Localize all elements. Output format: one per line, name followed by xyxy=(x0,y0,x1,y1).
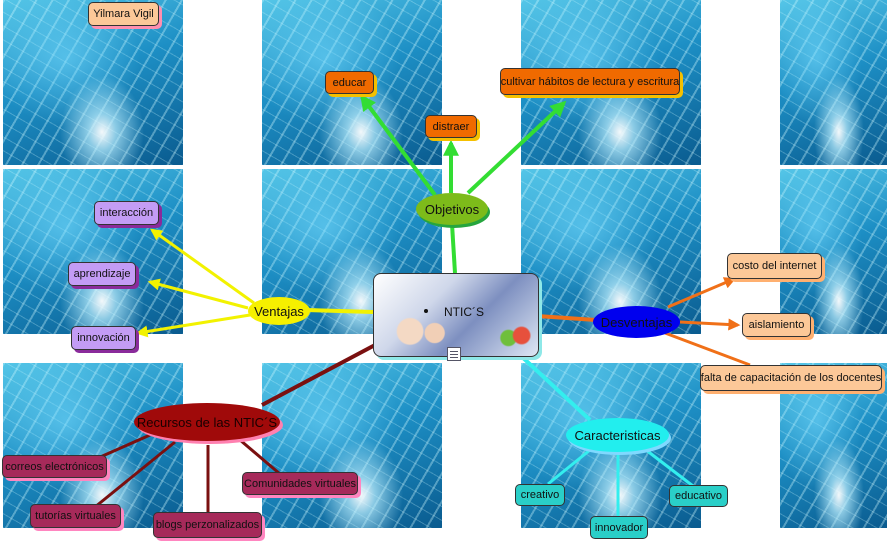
link-center-caracteristicas xyxy=(518,353,592,422)
link-center-recursos xyxy=(261,343,376,407)
node-desventajas[interactable]: Desventajas xyxy=(593,306,680,338)
objetivo-distraer[interactable]: distraer xyxy=(425,115,477,138)
ventaja-innovacion[interactable]: innovación xyxy=(71,326,136,350)
background-tile xyxy=(3,363,183,528)
ventaja-interaccion[interactable]: interacción xyxy=(94,201,159,225)
background-tile xyxy=(780,169,887,334)
central-node-label: NTIC´S xyxy=(444,305,484,319)
note-icon[interactable] xyxy=(447,347,461,361)
recurso-tutorias[interactable]: tutorías virtuales xyxy=(30,504,121,528)
link-center-ventajas xyxy=(305,308,374,314)
node-objetivos[interactable]: Objetivos xyxy=(416,193,488,225)
link-center-desventajas xyxy=(536,314,597,322)
background-tile xyxy=(3,169,183,334)
center-bullet xyxy=(424,309,428,313)
author-label[interactable]: Yilmara Vigil xyxy=(88,2,159,26)
caracteristica-educativo[interactable]: educativo xyxy=(669,485,728,507)
background-tile xyxy=(3,0,183,165)
node-recursos[interactable]: Recursos de las NTIC´S xyxy=(134,403,280,441)
recurso-correos[interactable]: correos electrónicos xyxy=(2,455,107,478)
desventaja-costo-internet[interactable]: costo del internet xyxy=(727,253,822,279)
caracteristica-creativo[interactable]: creativo xyxy=(515,484,565,506)
objetivo-educar[interactable]: educar xyxy=(325,71,374,94)
ventaja-aprendizaje[interactable]: aprendizaje xyxy=(68,262,136,286)
node-caracteristicas[interactable]: Caracteristicas xyxy=(566,418,669,452)
recurso-blogs[interactable]: blogs perzonalizados xyxy=(153,512,262,538)
background-tile xyxy=(780,0,887,165)
recurso-comunidades[interactable]: Comunidades virtuales xyxy=(242,472,358,495)
central-node-ntics[interactable]: NTIC´S xyxy=(373,273,539,357)
caracteristica-innovador[interactable]: innovador xyxy=(590,516,648,539)
node-ventajas[interactable]: Ventajas xyxy=(248,297,310,325)
desventaja-aislamiento[interactable]: aislamiento xyxy=(742,313,811,337)
link-center-objetivos xyxy=(450,223,457,274)
objetivo-cultivar-habitos[interactable]: cultivar hábitos de lectura y escritura xyxy=(500,68,680,95)
desventaja-falta-capacitacion[interactable]: falta de capacitación de los docentes xyxy=(700,365,882,391)
